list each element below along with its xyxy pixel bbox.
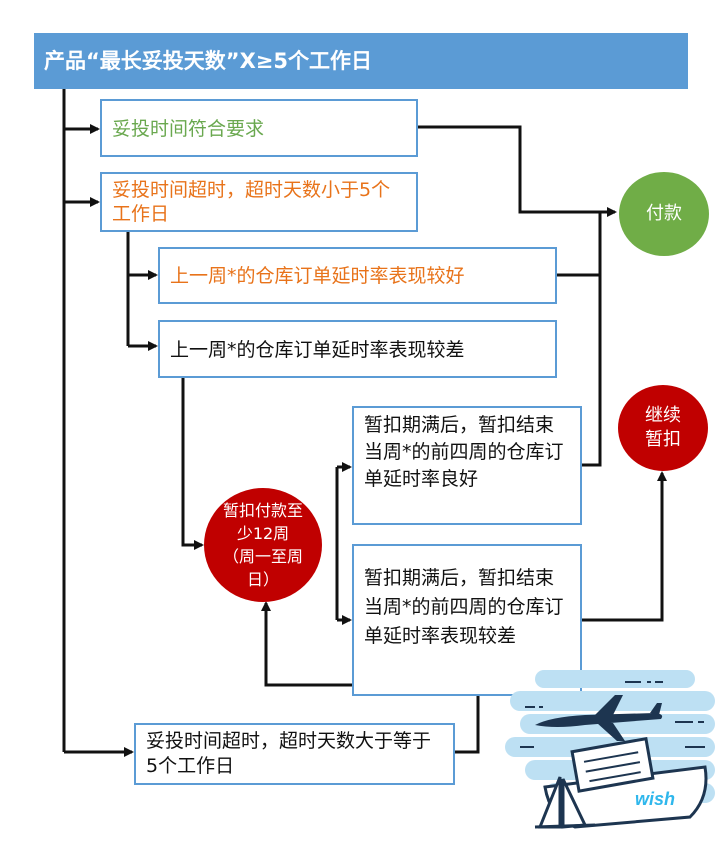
hold12-circle: 暂扣付款至少12周（周一至周日） (204, 488, 322, 602)
pay-label: 付款 (646, 203, 682, 224)
page-title: 产品“最长妥投天数”X≥5个工作日 (34, 33, 688, 89)
pay-circle: 付款 (619, 172, 709, 256)
ship-icon (534, 736, 708, 829)
line-ontime-to-pay (418, 125, 617, 217)
continue-hold-circle: 继续暂扣 (618, 385, 708, 471)
box-week-good: 上一周*的仓库订单延时率表现较好 (158, 247, 557, 304)
box-end-good: 暂扣期满后，暂扣结束当周*的前四周的仓库订单延时率良好 (352, 406, 582, 525)
continue-hold-label: 继续暂扣 (645, 405, 681, 450)
box-ontime: 妥投时间符合要求 (100, 99, 418, 157)
wind-dashes (520, 681, 705, 748)
logistics-illustration: wish (505, 670, 715, 829)
arrow-to-hold12 (181, 378, 204, 550)
line-endgood-to-pay (582, 212, 602, 467)
wish-logo: wish (635, 789, 675, 809)
hold12-label: 暂扣付款至少12周（周一至周日） (222, 501, 303, 589)
airplane-icon (535, 695, 663, 741)
box-over-lt5: 妥投时间超时，超时天数小于5个工作日 (100, 172, 418, 232)
arrow-to-continue-hold (582, 471, 667, 622)
box-week-bad: 上一周*的仓库订单延时率表现较差 (158, 320, 557, 378)
box-over-ge5: 妥投时间超时，超时天数大于等于5个工作日 (134, 723, 455, 785)
